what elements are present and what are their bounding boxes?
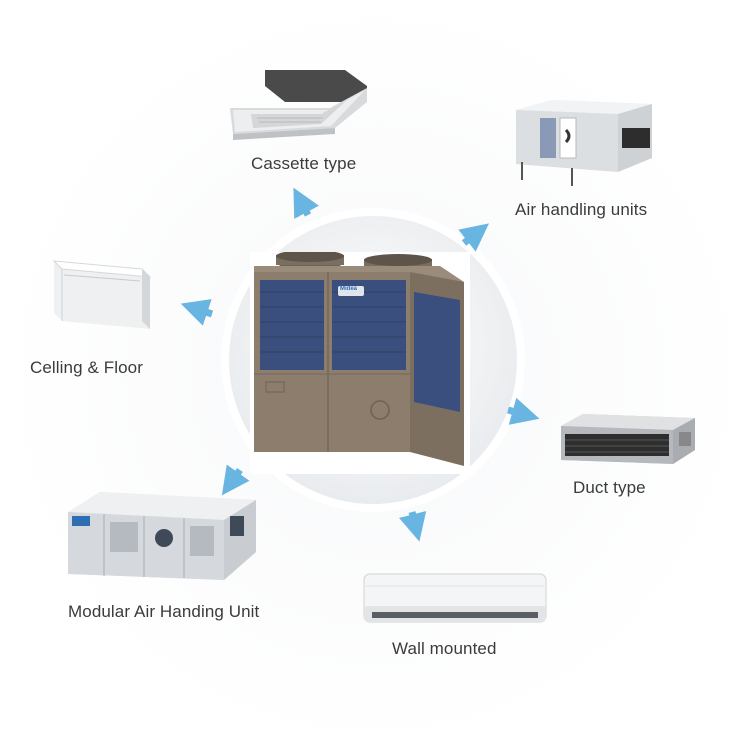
- label-ceiling-floor: Celling & Floor: [30, 358, 143, 377]
- label-air-handling: Air handling units: [515, 200, 648, 219]
- air-handling-device: [512, 100, 657, 192]
- label-cassette: Cassette type: [251, 154, 357, 173]
- label-duct: Duct type: [573, 478, 646, 497]
- duct-device: [555, 410, 700, 472]
- modular-ahu-device: [64, 486, 259, 586]
- cassette-device: [225, 68, 370, 146]
- chiller-logo: Midea: [340, 286, 358, 292]
- label-wall: Wall mounted: [392, 639, 497, 658]
- wall-mounted-device: [362, 572, 548, 628]
- chiller-unit: [250, 250, 470, 474]
- ceiling-floor-device: [50, 255, 155, 335]
- label-modular-ahu: Modular Air Handing Unit: [68, 602, 260, 621]
